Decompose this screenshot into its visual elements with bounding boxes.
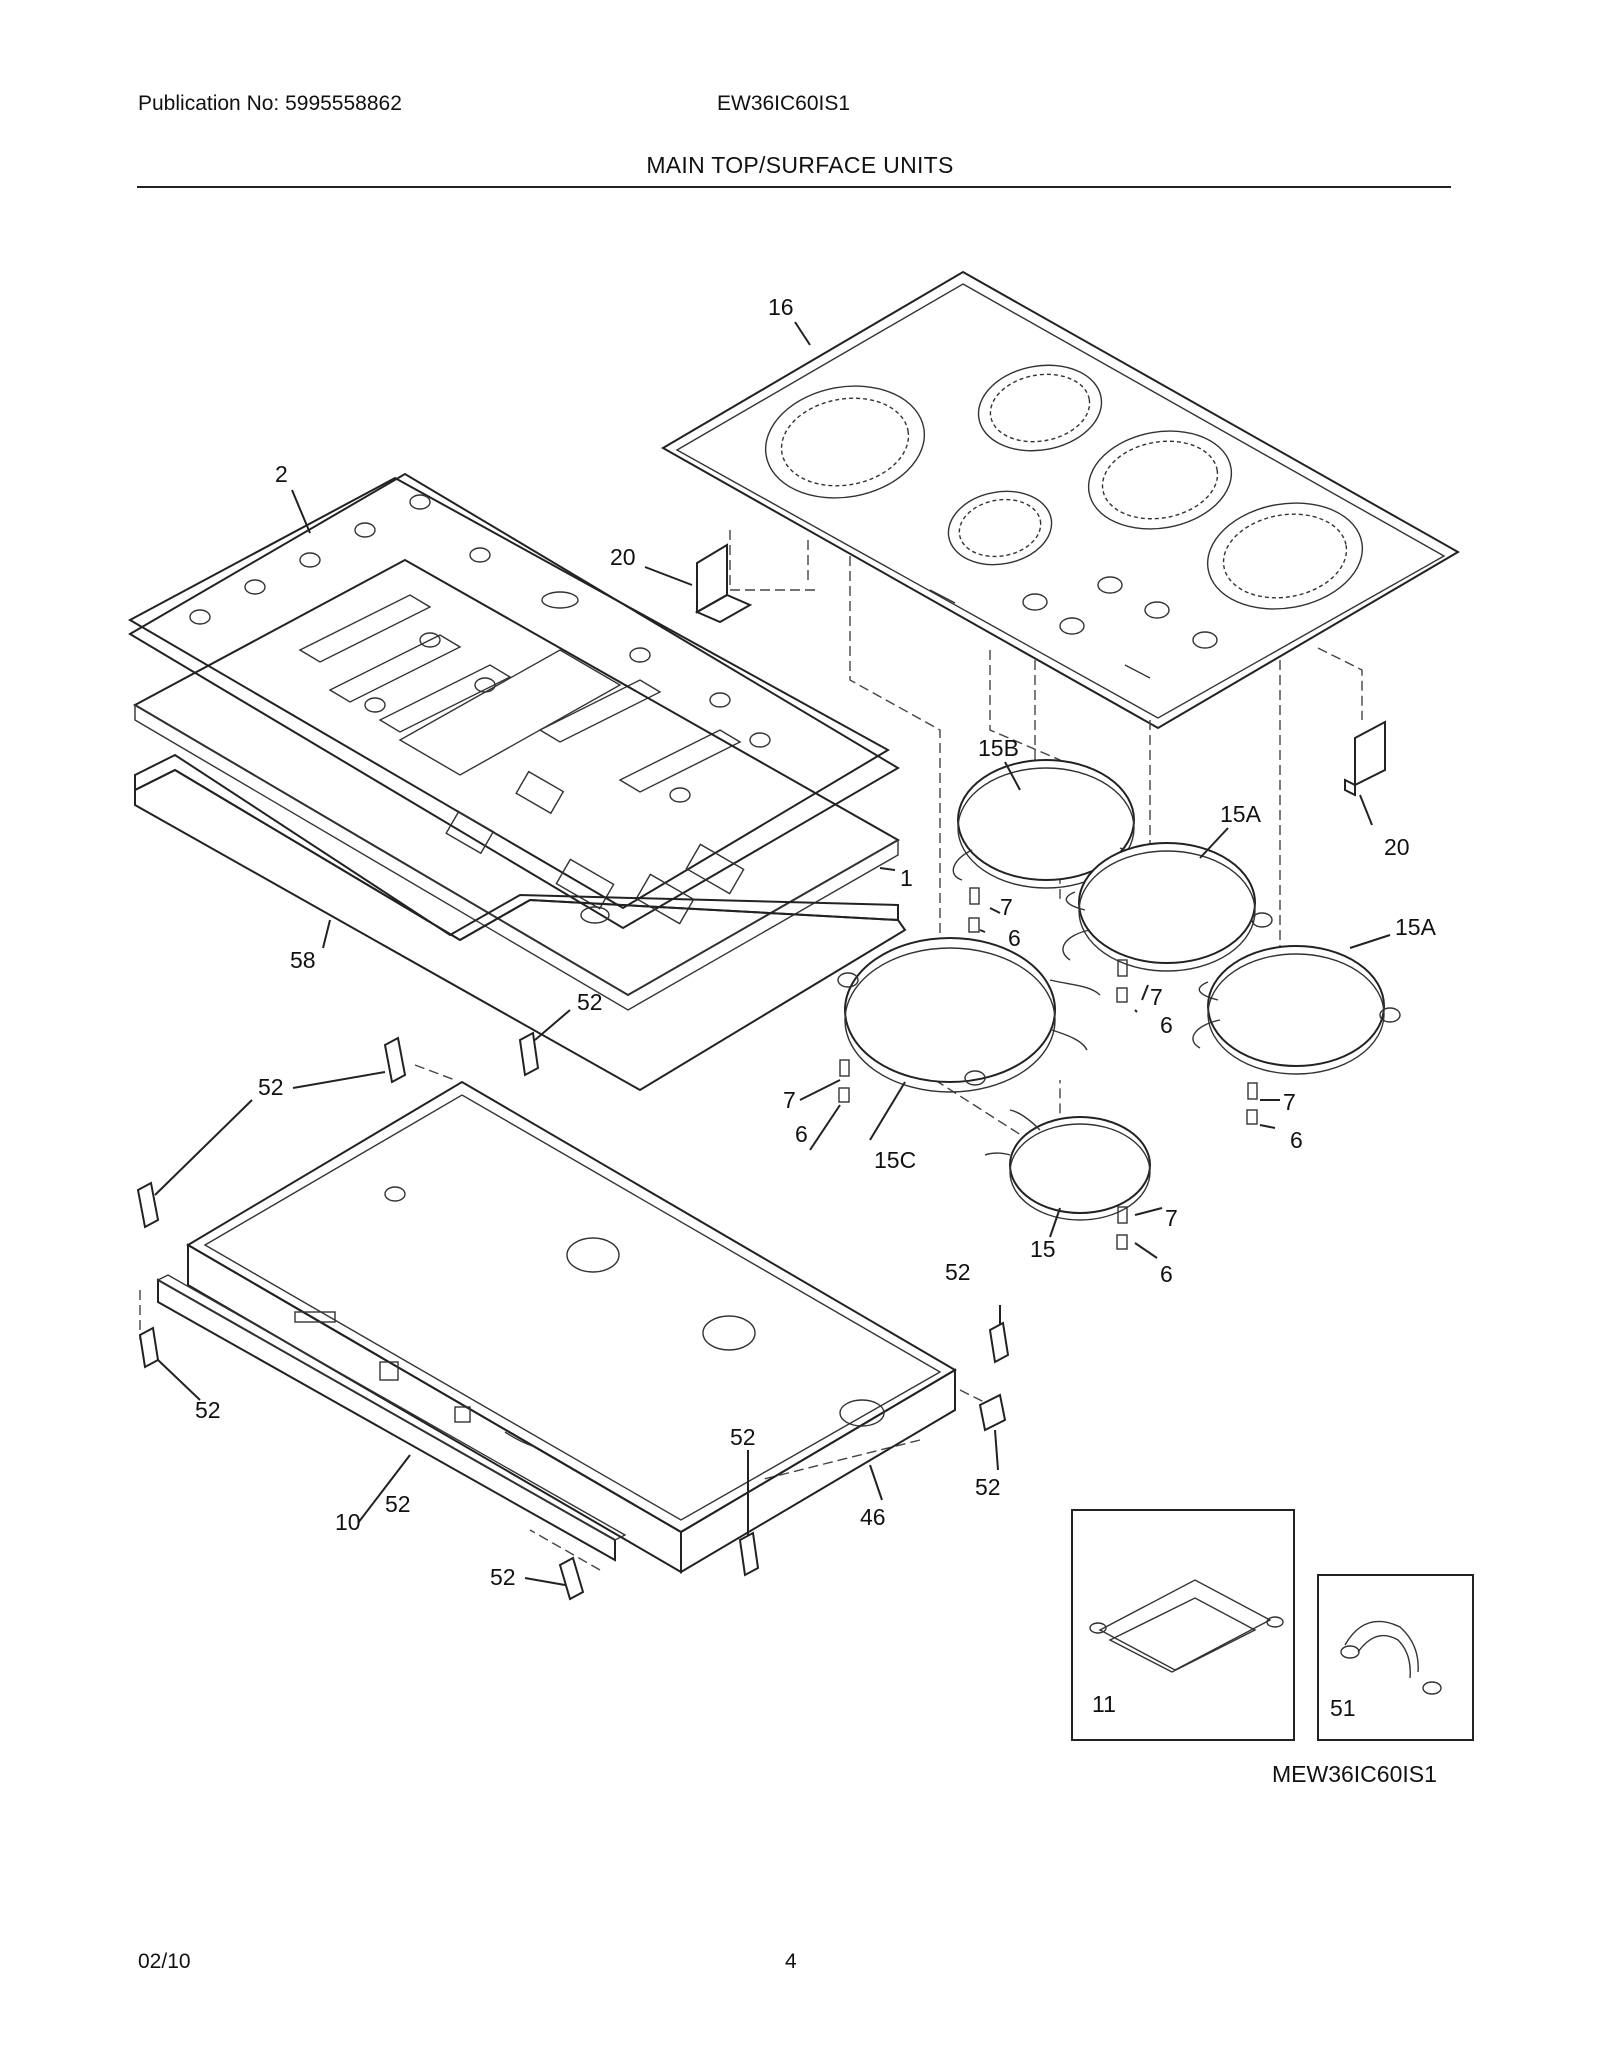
callout-15B: 15B <box>978 735 1019 761</box>
callout-52-c: 52 <box>945 1259 971 1285</box>
callout-15: 15 <box>1030 1236 1056 1262</box>
header-rule <box>137 186 1451 188</box>
surface-unit-15B <box>952 759 1135 889</box>
callout-7-d: 7 <box>1283 1089 1296 1115</box>
callout-20-right: 20 <box>1384 834 1410 860</box>
callout-20-left: 20 <box>610 544 636 570</box>
callout-2: 2 <box>275 461 288 487</box>
bracket-part-11-drawing <box>1089 1579 1284 1673</box>
callout-58: 58 <box>290 947 316 973</box>
footer-date: 02/10 <box>138 1950 191 1973</box>
callout-52-g: 52 <box>490 1564 516 1590</box>
inset-box-part-11 <box>1071 1509 1295 1741</box>
callout-7-e: 7 <box>1165 1205 1178 1231</box>
callout-6-d: 6 <box>1290 1127 1303 1153</box>
rail-part-10 <box>156 1274 627 1562</box>
page-title: MAIN TOP/SURFACE UNITS <box>646 152 954 178</box>
bracket-part-20-right <box>1344 720 1386 797</box>
springs-and-screws <box>838 887 1258 1250</box>
diagram-code: MEW36IC60IS1 <box>1272 1761 1437 1787</box>
callout-6-c: 6 <box>795 1121 808 1147</box>
frame-part-1 <box>132 558 901 1011</box>
callout-6-e: 6 <box>1160 1261 1173 1287</box>
inset-box-part-51 <box>1317 1574 1474 1741</box>
surface-unit-15A-1 <box>1062 842 1273 972</box>
clamp-part-51-drawing <box>1340 1620 1442 1695</box>
callout-7-b: 7 <box>1150 984 1163 1010</box>
callout-46: 46 <box>860 1504 886 1530</box>
callout-1: 1 <box>900 865 913 891</box>
surface-unit-15 <box>984 1109 1151 1221</box>
callout-52-a: 52 <box>577 989 603 1015</box>
bottom-insulation-part-58 <box>134 753 907 1092</box>
clips-part-52 <box>136 1031 1010 1601</box>
bracket-part-20-left <box>694 543 753 624</box>
callout-6-a: 6 <box>1008 925 1021 951</box>
callout-labels: 16 2 20 20 1 58 15B 15A 15A 15C 15 7 7 7… <box>195 294 1437 1787</box>
callout-7-c: 7 <box>783 1087 796 1113</box>
surface-unit-15C <box>837 937 1101 1093</box>
callout-6-b: 6 <box>1160 1012 1173 1038</box>
main-box-part-46 <box>186 1080 957 1574</box>
publication-number: Publication No: 5995558862 <box>138 92 402 115</box>
callout-16: 16 <box>768 294 794 320</box>
callout-52-b: 52 <box>258 1074 284 1100</box>
callout-51: 51 <box>1330 1695 1356 1721</box>
surface-unit-15A-2 <box>1192 945 1401 1075</box>
callout-7-a: 7 <box>1000 894 1013 920</box>
callout-10: 10 <box>335 1509 361 1535</box>
callout-52-e: 52 <box>730 1424 756 1450</box>
leader-lines <box>154 321 1391 1586</box>
callout-52-d: 52 <box>195 1397 221 1423</box>
model-number: EW36IC60IS1 <box>717 92 851 115</box>
callout-52-h: 52 <box>385 1491 411 1517</box>
page-number: 4 <box>785 1950 797 1973</box>
callout-11: 11 <box>1092 1691 1116 1717</box>
callout-15C: 15C <box>874 1147 916 1173</box>
callout-15A-2: 15A <box>1395 914 1437 940</box>
callout-52-f: 52 <box>975 1474 1001 1500</box>
insulation-sheet-part-2 <box>127 472 900 930</box>
alignment-lines <box>139 530 1363 1571</box>
glass-cooktop-part-16 <box>660 270 1461 730</box>
callout-15A-1: 15A <box>1220 801 1262 827</box>
